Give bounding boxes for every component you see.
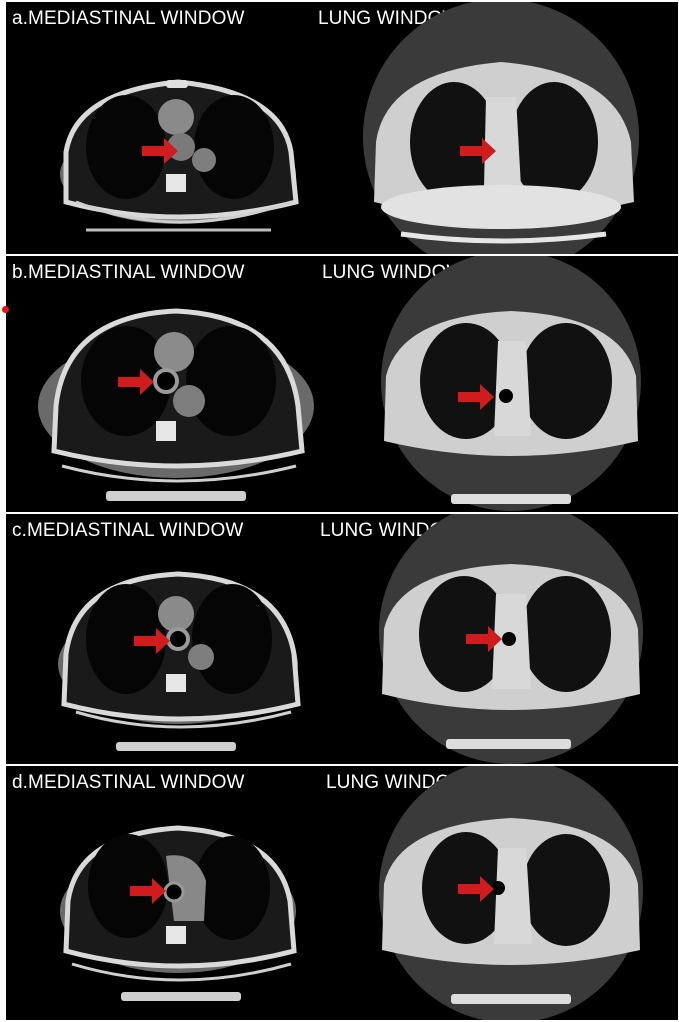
red-arrow-icon: [118, 369, 154, 395]
mediastinal-ct-image: [60, 825, 297, 1001]
lung-window-label: LUNG WINDOW: [322, 262, 465, 283]
panel-d: d.MEDIASTINAL WINDOW LUNG WINDOW: [6, 766, 678, 1020]
panel-a: a.MEDIASTINAL WINDOW LUNG WINDOW: [6, 2, 678, 254]
red-arrow-icon: [466, 626, 502, 652]
mediastinal-ct-image: [60, 79, 299, 232]
mediastinal-window-label: a.MEDIASTINAL WINDOW: [12, 8, 245, 29]
red-arrow-icon: [142, 138, 178, 164]
lung-ct-image: [379, 766, 643, 1020]
panel-b: b.MEDIASTINAL WINDOW LUNG WINDOW: [6, 256, 678, 512]
panel-c: c.MEDIASTINAL WINDOW LUNG WINDOW: [6, 514, 678, 764]
ct-scan-pair-a: [60, 2, 639, 254]
red-arrow-icon: [460, 138, 496, 164]
lung-ct-image: [363, 2, 639, 254]
ct-scan-pair-b: [38, 256, 641, 511]
lung-ct-image: [379, 514, 643, 764]
mediastinal-window-label: d.MEDIASTINAL WINDOW: [12, 772, 245, 793]
red-dot-marker: [2, 306, 9, 313]
mediastinal-window-label: c.MEDIASTINAL WINDOW: [12, 520, 244, 541]
ct-scan-pair-d: [60, 766, 643, 1020]
ct-scan-pair-c: [58, 514, 643, 764]
red-arrow-icon: [458, 384, 494, 410]
red-arrow-icon: [134, 628, 170, 654]
mediastinal-window-label: b.MEDIASTINAL WINDOW: [12, 262, 245, 283]
red-arrow-icon: [130, 878, 166, 904]
mediastinal-ct-image: [58, 571, 301, 751]
lung-ct-image: [381, 256, 641, 511]
mediastinal-ct-image: [38, 308, 314, 501]
red-arrow-icon: [458, 876, 494, 902]
